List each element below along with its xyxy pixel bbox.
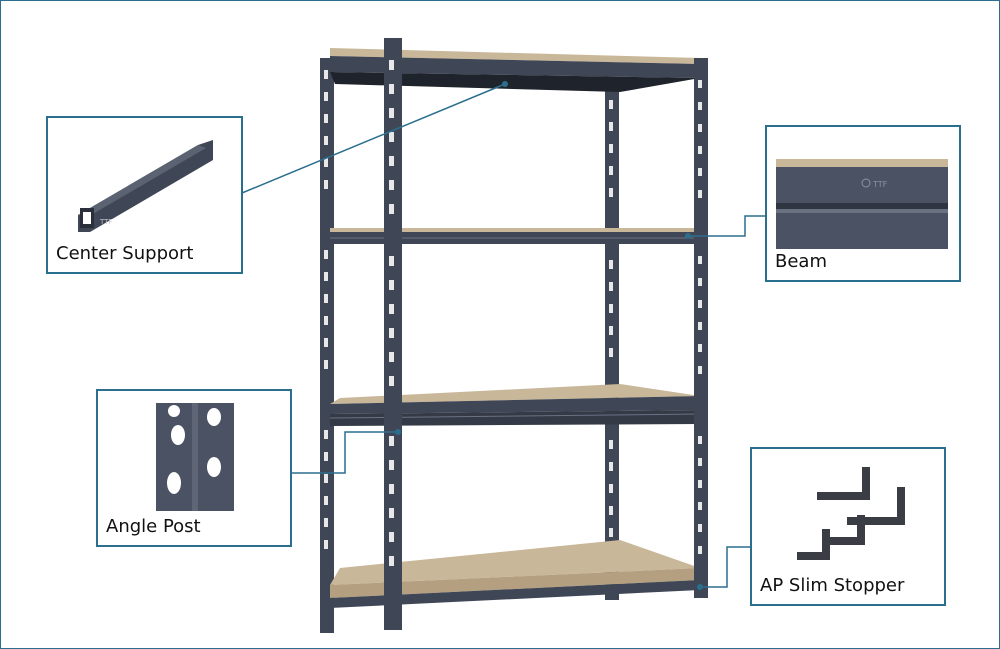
front-posts (384, 38, 708, 630)
leader-angle-post (292, 431, 400, 474)
leader-dots (395, 81, 703, 590)
back-posts (320, 58, 619, 633)
svg-text:TTF: TTF (872, 180, 888, 189)
svg-text:TTF: TTF (99, 218, 112, 226)
callout-angle-post: Angle Post (96, 389, 292, 547)
bottom-shelf (330, 540, 700, 608)
beam-closeup-photo: TTF (776, 159, 948, 249)
center-support-rail-photo: TTF (78, 140, 213, 232)
top-shelf (330, 48, 700, 92)
callout-center-support: TTF Center Support (46, 116, 243, 274)
slim-stopper-pieces-photo (797, 467, 905, 560)
leader-beam (690, 215, 765, 237)
leader-slim-stopper (700, 546, 752, 588)
callout-slim-stopper: AP Slim Stopper (750, 447, 946, 606)
leader-center-support (241, 83, 506, 194)
third-shelf (329, 384, 701, 426)
angle-post-closeup-photo (156, 403, 234, 511)
slim-stopper-label: AP Slim Stopper (760, 575, 905, 596)
leader-lines (241, 83, 765, 588)
center-support-label: Center Support (56, 243, 194, 264)
callout-beam: TTF Beam (765, 125, 961, 282)
angle-post-label: Angle Post (106, 516, 201, 537)
beam-label: Beam (775, 251, 827, 272)
